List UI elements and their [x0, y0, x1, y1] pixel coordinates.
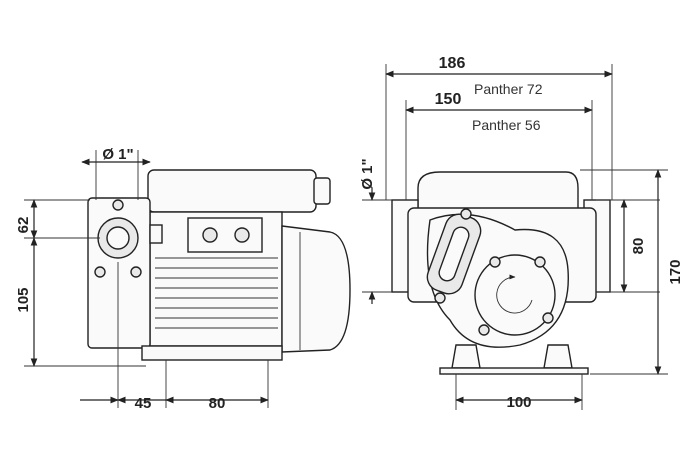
model-72-label: Panther 72 [474, 81, 543, 97]
switch-plate [187, 217, 263, 253]
width-45-label: 45 [135, 395, 152, 412]
width-100-label: 100 [506, 394, 531, 411]
width-150-label: 150 [435, 91, 462, 108]
cooling-fins [155, 257, 278, 329]
inlet-diameter-label: Ø 1" [102, 146, 133, 163]
rotation-arrow [496, 274, 533, 314]
terminal-box [147, 169, 317, 213]
height-62-label: 62 [15, 217, 32, 234]
cable-gland [313, 177, 331, 205]
height-105-label: 105 [15, 287, 32, 312]
height-80-label: 80 [630, 238, 647, 255]
fan-cover [281, 225, 351, 353]
base-foot [141, 345, 283, 361]
right-leg [543, 344, 573, 369]
side-view-dimensions [24, 150, 269, 408]
width-186-label: 186 [439, 55, 466, 72]
front-view-dimensions [362, 64, 668, 410]
top-housing [417, 171, 579, 211]
front-view-pump [391, 171, 611, 375]
width-80-label: 80 [209, 395, 226, 412]
side-view-pump [87, 169, 351, 361]
switch-knob-left [202, 227, 218, 243]
left-leg [451, 344, 481, 369]
switch-knob-right [234, 227, 250, 243]
outlet-diameter-label: Ø 1" [359, 158, 376, 189]
height-170-label: 170 [667, 259, 684, 284]
model-56-label: Panther 56 [472, 117, 541, 133]
impeller-cover [474, 254, 556, 336]
